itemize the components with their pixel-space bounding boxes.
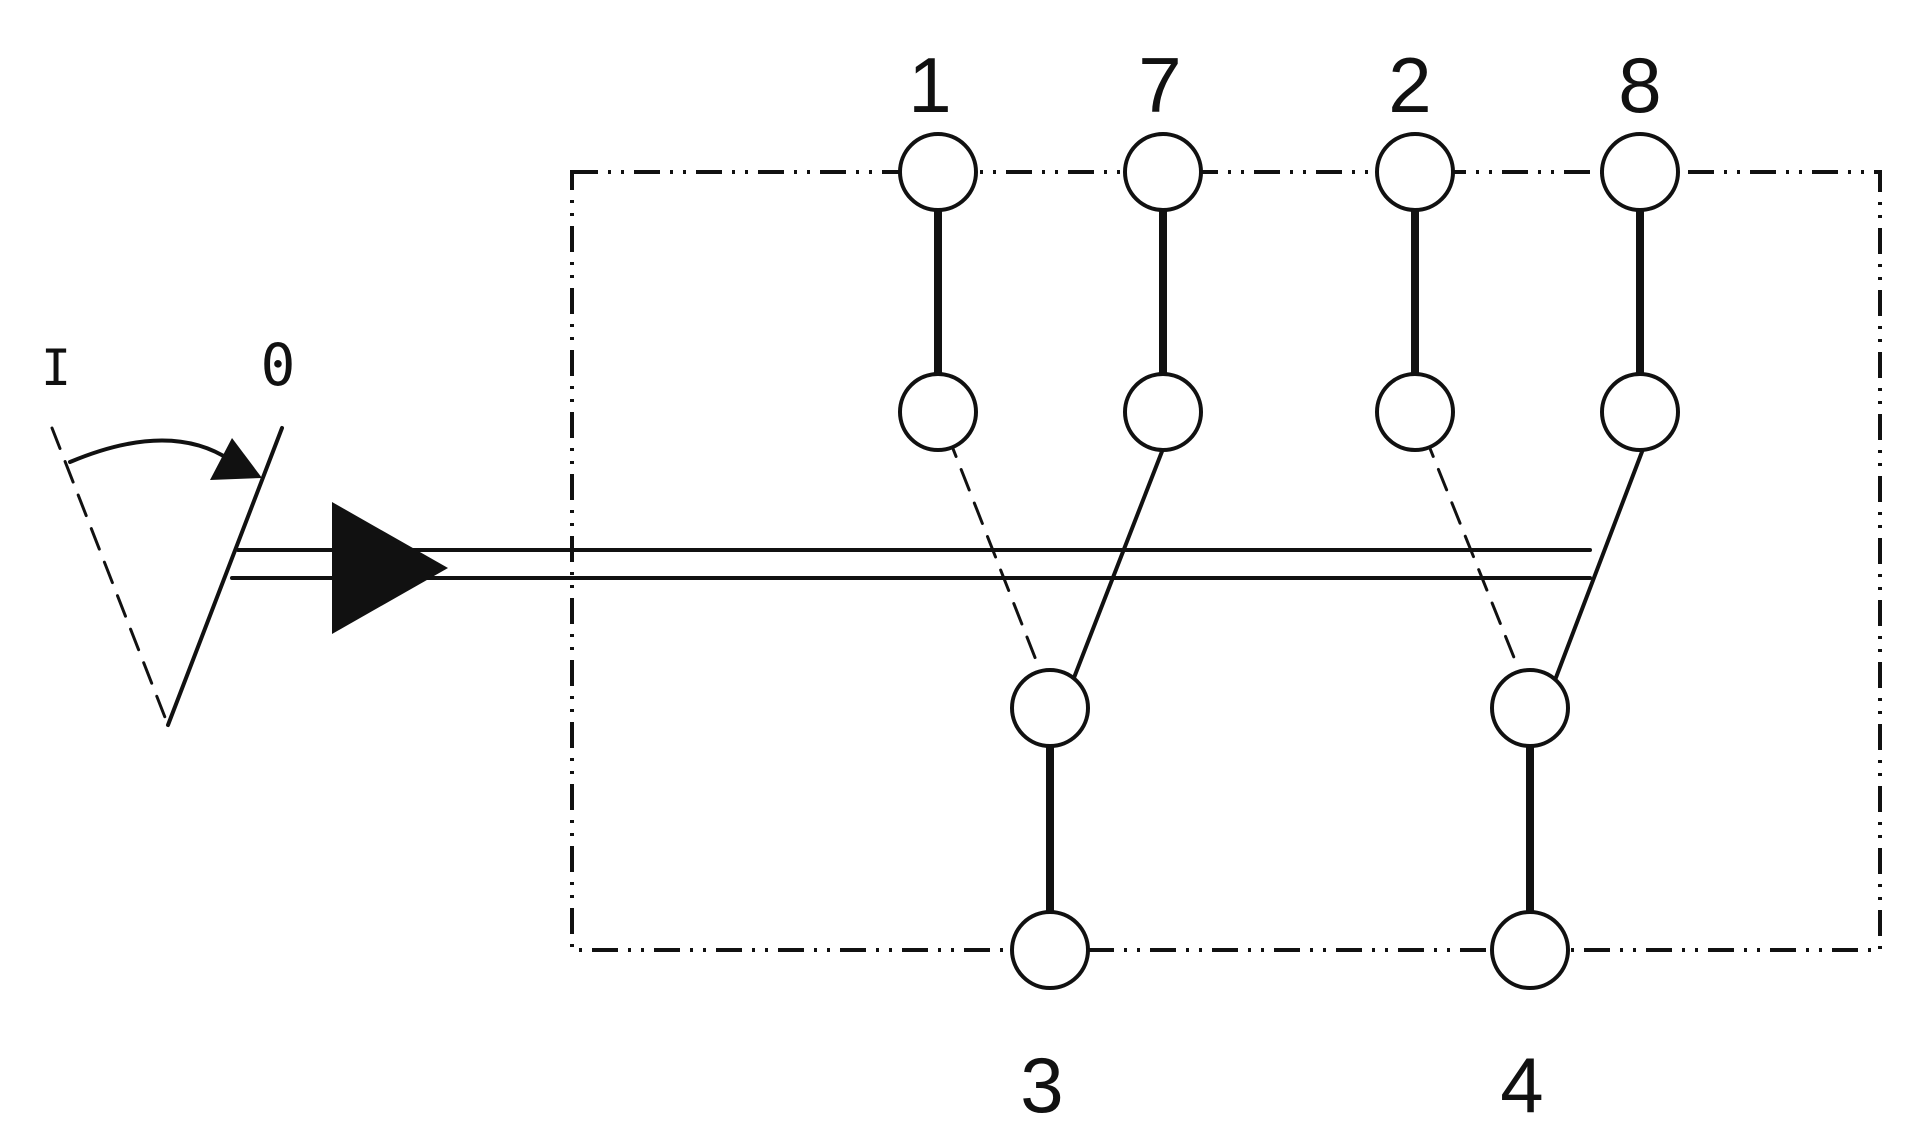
contact-3-common bbox=[1010, 668, 1090, 748]
contact-a-blade-open-dashed bbox=[946, 434, 1038, 662]
rotation-arrowhead-icon bbox=[210, 438, 262, 480]
terminal-1-top bbox=[898, 132, 978, 212]
terminal-label-7: 7 bbox=[1138, 41, 1181, 129]
terminal-2-top bbox=[1375, 132, 1455, 212]
position-label-off: 0 bbox=[261, 331, 296, 399]
lever-position-on-dashed bbox=[50, 426, 170, 727]
terminal-4-bottom bbox=[1490, 910, 1570, 990]
contact-1-point bbox=[898, 372, 978, 452]
terminal-7-top bbox=[1123, 132, 1203, 212]
terminal-label-3: 3 bbox=[1020, 1041, 1063, 1129]
terminal-3-bottom bbox=[1010, 910, 1090, 990]
contact-7-point bbox=[1123, 372, 1203, 452]
housing-frame bbox=[570, 170, 1882, 952]
terminal-label-4: 4 bbox=[1500, 1041, 1543, 1129]
terminal-8-top bbox=[1600, 132, 1680, 212]
terminal-label-8: 8 bbox=[1618, 41, 1661, 129]
contact-8-point bbox=[1600, 372, 1680, 452]
terminal-label-2: 2 bbox=[1388, 41, 1431, 129]
lever-position-off bbox=[166, 426, 284, 727]
contact-b-blade-closed bbox=[1550, 434, 1650, 690]
position-label-on: I bbox=[41, 339, 71, 397]
contact-b-blade-open-dashed bbox=[1423, 434, 1517, 662]
terminal-label-1: 1 bbox=[908, 41, 951, 129]
contact-4-common bbox=[1490, 668, 1570, 748]
contact-2-point bbox=[1375, 372, 1455, 452]
contact-a-blade-closed bbox=[1068, 434, 1170, 690]
rotation-arc bbox=[68, 438, 232, 464]
linkage-arrow-icon bbox=[332, 502, 448, 634]
